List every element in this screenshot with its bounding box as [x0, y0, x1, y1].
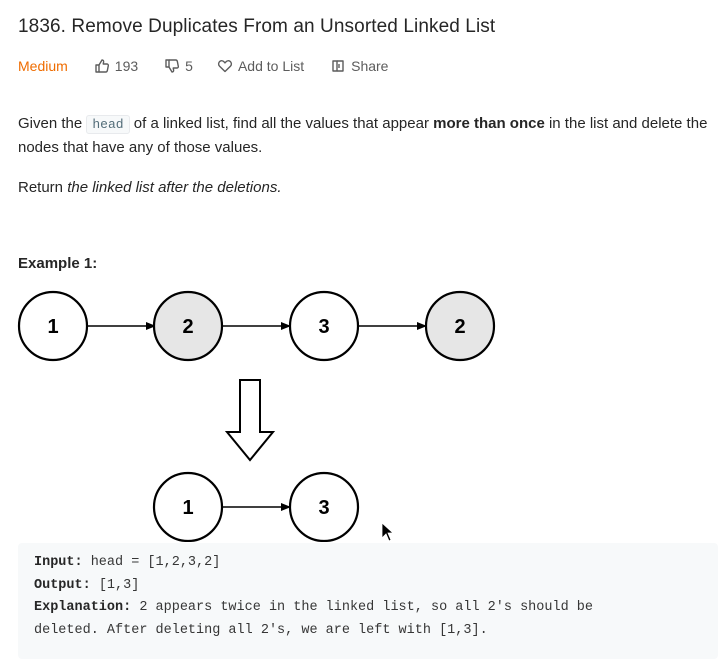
thumbs-down-icon: [165, 59, 180, 73]
description-paragraph: Given the head of a linked list, find al…: [18, 115, 708, 156]
head-code: head: [86, 115, 130, 134]
down-arrow-icon: [224, 379, 276, 462]
dislike-button[interactable]: 5: [164, 58, 193, 74]
list-node: 1: [152, 471, 224, 542]
list-node: 3: [288, 471, 360, 542]
list-node: 3: [288, 290, 360, 362]
problem-meta-bar: Medium 193 5 Add to List Share: [18, 57, 388, 75]
difficulty-badge: Medium: [18, 58, 68, 74]
list-node-duplicate: 2: [152, 290, 224, 362]
heart-icon: [217, 60, 233, 73]
dislike-count: 5: [185, 58, 193, 74]
thumbs-up-icon: [95, 59, 109, 73]
linked-list-diagram: 1 2 3 2 1 3: [17, 290, 496, 542]
example-input-value: head = [1,2,3,2]: [82, 555, 221, 570]
add-to-list-label: Add to List: [237, 58, 305, 74]
example-title: Example 1:: [18, 255, 98, 272]
svg-text:3: 3: [318, 497, 329, 519]
like-count: 193: [114, 58, 139, 74]
add-to-list-button[interactable]: Add to List: [217, 58, 304, 74]
svg-text:2: 2: [182, 316, 193, 338]
emphasis-more-than-once: more than once: [433, 115, 545, 132]
share-icon: [332, 60, 344, 72]
example-explanation-line2: deleted. After deleting all 2's, we are …: [34, 622, 488, 638]
problem-title: 1836. Remove Duplicates From an Unsorted…: [18, 16, 496, 37]
example-io-block: Input: head = [1,2,3,2] Output: [1,3] Ex…: [18, 543, 718, 659]
svg-text:1: 1: [47, 316, 58, 338]
share-button[interactable]: Share: [330, 58, 388, 74]
list-node-duplicate: 2: [424, 290, 496, 362]
example-explanation-line1: 2 appears twice in the linked list, so a…: [131, 600, 593, 615]
problem-description: Given the head of a linked list, find al…: [18, 112, 708, 199]
return-paragraph: Return the linked list after the deletio…: [18, 179, 282, 196]
svg-text:3: 3: [318, 316, 329, 338]
like-button[interactable]: 193: [94, 58, 138, 74]
svg-text:1: 1: [182, 497, 193, 519]
mouse-cursor-icon: [381, 522, 395, 542]
example-output-value: [1,3]: [90, 577, 140, 593]
svg-text:2: 2: [454, 316, 465, 338]
list-node: 1: [17, 290, 89, 362]
share-label: Share: [351, 58, 389, 74]
